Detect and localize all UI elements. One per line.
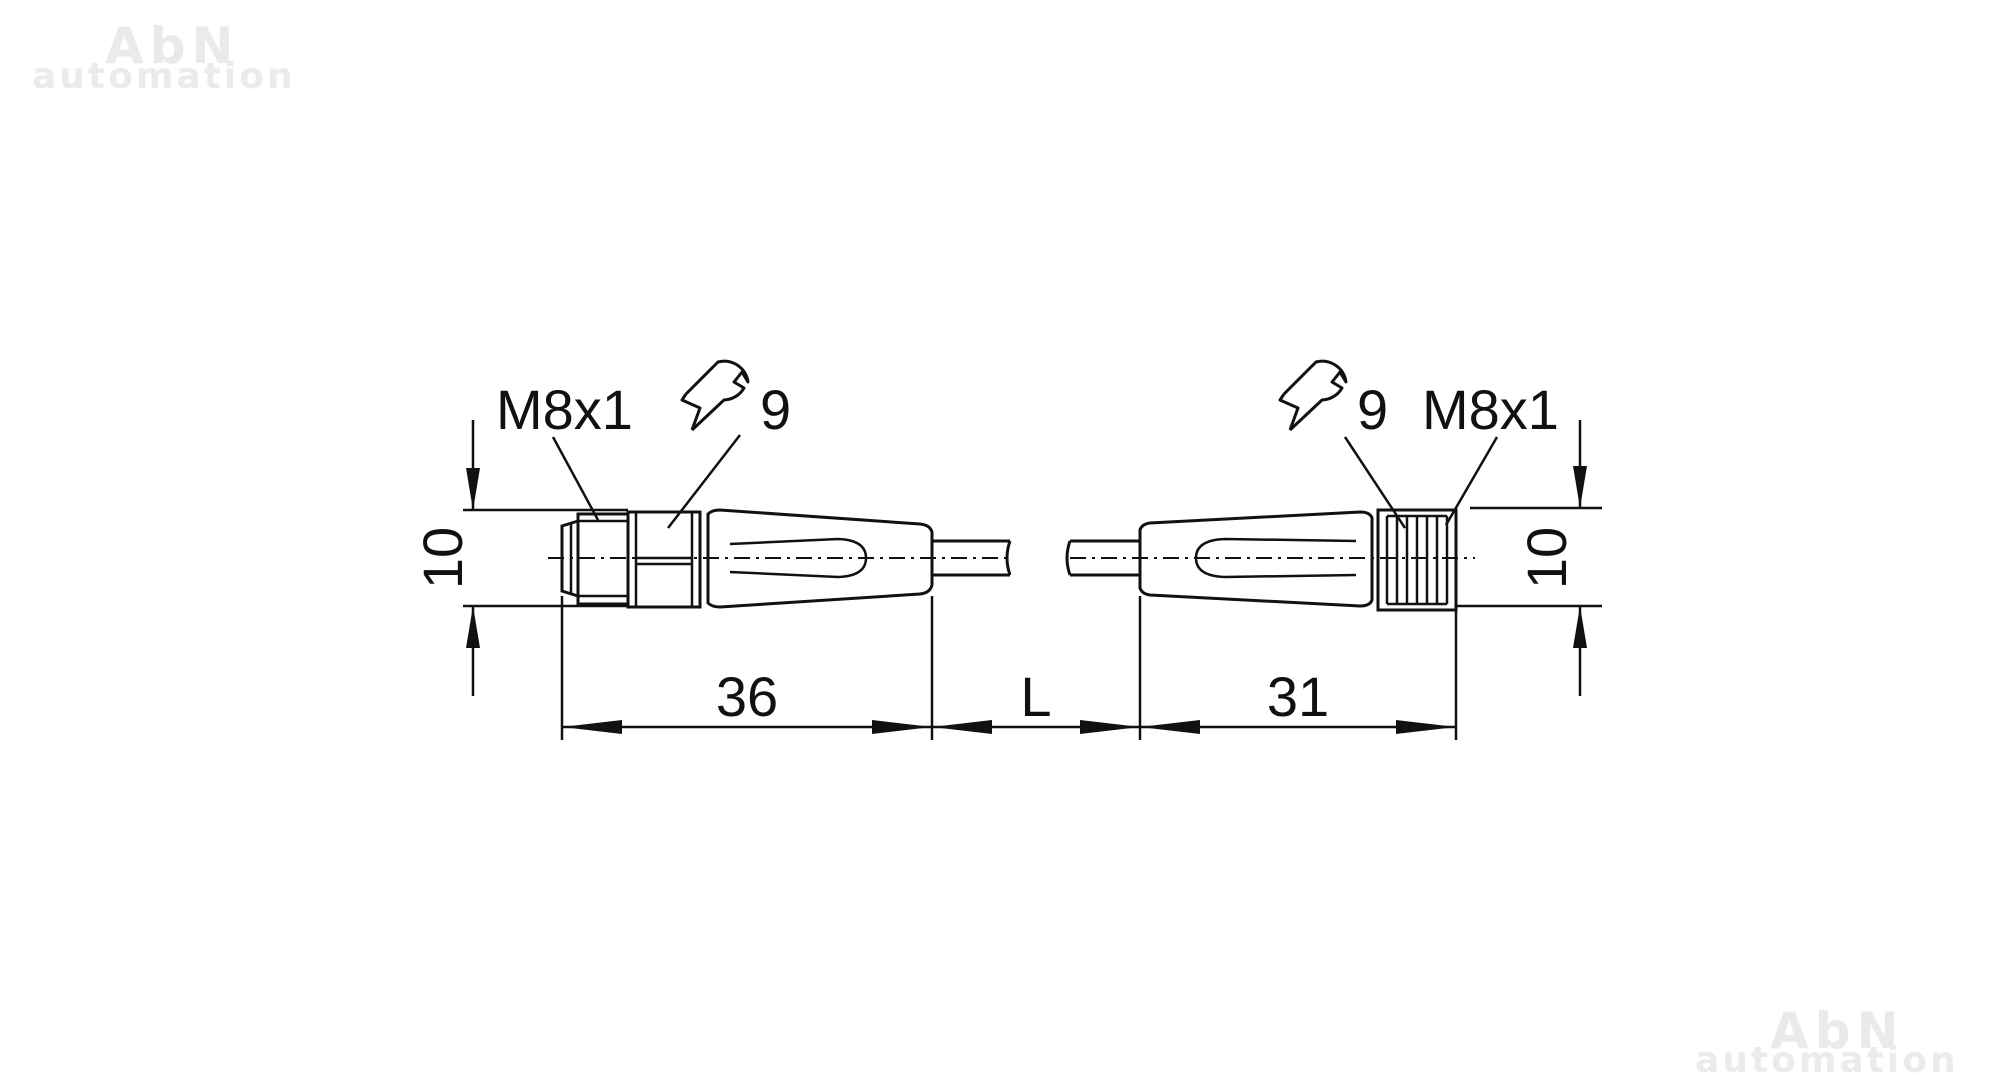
right-height-label: 10: [1515, 527, 1578, 589]
right-callouts: 9 M8x1: [1278, 359, 1559, 529]
right-cable-break: [1065, 540, 1072, 576]
left-height-label: 10: [411, 527, 474, 589]
watermark-logo-text: AbN: [1770, 1002, 1904, 1060]
left-thread-label: M8x1: [496, 378, 633, 441]
arrowhead: [932, 720, 992, 734]
left-callouts: M8x1 9: [496, 359, 791, 529]
wrench-icon: [1278, 359, 1348, 432]
right-connector: [1065, 508, 1475, 612]
arrowhead: [1573, 466, 1587, 508]
wrench-icon: [680, 359, 750, 432]
right-thread-label: M8x1: [1422, 378, 1559, 441]
left-grip-body: [706, 508, 934, 609]
arrowhead: [1140, 720, 1200, 734]
right-grip-body: [1138, 510, 1374, 608]
right-coupling-nut: [1376, 508, 1458, 612]
right-height-dimension: 10: [1456, 420, 1602, 696]
right-length-label: 31: [1267, 665, 1329, 728]
watermark-subtext: automation: [1695, 1040, 1959, 1081]
length-dimensions: 36 L 31: [560, 596, 1458, 740]
left-length-label: 36: [716, 665, 778, 728]
leader-line: [1444, 436, 1499, 526]
leader-line: [667, 434, 741, 529]
left-connector: [548, 508, 1012, 609]
arrowhead: [872, 720, 932, 734]
left-wrench-size: 9: [760, 378, 791, 441]
left-height-dimension: 10: [411, 420, 628, 696]
arrowhead: [1573, 606, 1587, 648]
left-hex-nut: [626, 510, 702, 609]
watermark-bottom-right: AbN automation: [1695, 1002, 1959, 1081]
arrowhead: [466, 468, 480, 510]
watermark-subtext: automation: [32, 56, 296, 97]
watermark-top-left: AbN automation: [32, 17, 296, 97]
right-wrench-size: 9: [1357, 378, 1388, 441]
arrowhead: [562, 720, 622, 734]
leader-line: [551, 436, 600, 521]
watermark-logo-text: AbN: [105, 17, 239, 75]
arrowhead: [466, 606, 480, 648]
arrowhead: [1396, 720, 1456, 734]
left-cable-break: [1005, 540, 1012, 576]
leader-line: [1343, 436, 1407, 529]
arrowhead: [1080, 720, 1140, 734]
cable-length-label: L: [1020, 665, 1051, 728]
